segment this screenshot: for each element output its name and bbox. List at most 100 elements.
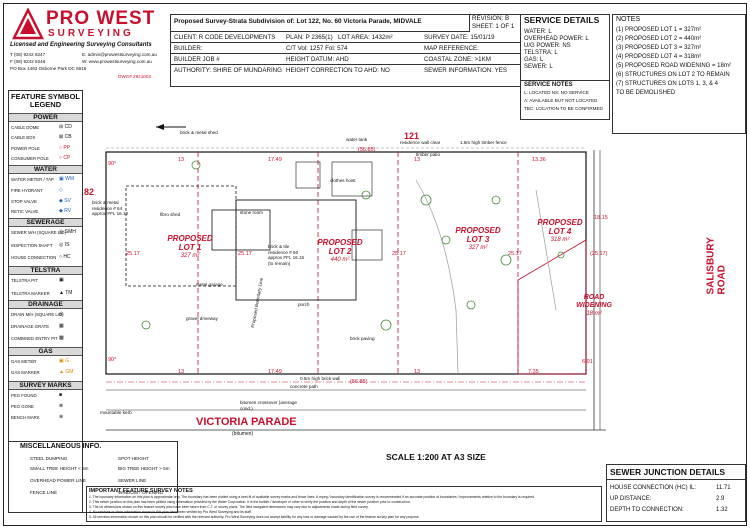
- legend-section-drainage: DRAINAGE: [9, 300, 82, 309]
- legend-item: TELSTRA MARKER: [11, 291, 50, 296]
- road-widening-area: 18 m²: [586, 311, 602, 317]
- note-item: (6) STRUCTURES ON LOT 2 TO REMAIN: [616, 72, 730, 78]
- height-datum: HEIGHT DATUM: AHD: [286, 56, 349, 63]
- site-plan-drawing: [105, 124, 606, 431]
- dimension-label: 7.35: [528, 369, 539, 375]
- height-correction: HEIGHT CORRECTION TO AHD: NO: [286, 67, 390, 74]
- drawing-frame: [3, 3, 747, 526]
- lot-3-area: 327 m²: [468, 245, 488, 251]
- service-sewer: SEWER: L: [524, 64, 553, 70]
- survey-note: 2. This sewer junction on this plan has …: [89, 500, 411, 504]
- fire-hydrant-icon: ◇: [59, 187, 63, 193]
- service-notes-panel: [520, 80, 610, 120]
- sewer-row-label: HOUSE CONNECTION (HC) IL:: [610, 485, 697, 491]
- dimension-label: 13: [178, 157, 185, 163]
- plan-label: brick & metal residence # 64 approx FFL …: [92, 200, 129, 216]
- cable-dome-icon: ⊞ CD: [59, 124, 72, 130]
- entry-pit-icon: ▩: [59, 335, 64, 341]
- sewer-junction-title: SEWER JUNCTION DETAILS: [607, 465, 745, 480]
- contact-address: PO Box 1463 Osborne Park DC 6916: [10, 66, 87, 71]
- note-item: (3) PROPOSED LOT 3 = 327m²: [616, 45, 702, 51]
- residence-60-outline: [235, 199, 357, 301]
- survey-notes-title: IMPORTANT FEATURE SURVEY NOTES: [89, 488, 193, 494]
- legend-item: COMBINED ENTRY PIT: [11, 336, 58, 341]
- logo-triangle-icon: [12, 8, 44, 40]
- service-details-title: SERVICE DETAILS: [524, 15, 600, 25]
- lot-area: LOT AREA: 1432m²: [338, 34, 393, 41]
- legend-section-sewerage: SEWERAGE: [9, 218, 82, 227]
- dimension-label: 18.15: [594, 215, 608, 221]
- legend-item: DRAINAGE GRATE: [11, 324, 50, 329]
- notes-title: NOTES: [616, 16, 641, 23]
- inspection-shaft-icon: ◎ IS: [59, 242, 70, 248]
- note-item: (4) PROPOSED LOT 4 = 318m²: [616, 54, 702, 60]
- plan-label: 1.8m high timber fence: [460, 140, 507, 145]
- road-widening-label: ROAD WIDENING: [576, 294, 612, 309]
- service-ug-power: U/G POWER: NS: [524, 43, 571, 49]
- map-reference: MAP REFERENCE:: [424, 45, 479, 52]
- company-tagline: Licensed and Engineering Surveying Consu…: [10, 42, 152, 48]
- company-subtitle: SURVEYING: [48, 28, 134, 39]
- misc-item: BIG TREE HEIGHT > 5m: [118, 466, 170, 471]
- plan-label: 0.5m high brick wall: [300, 376, 341, 381]
- sheet-number: SHEET: 1 OF 1: [472, 23, 515, 30]
- consumer-pole-icon: ○ CP: [59, 155, 71, 161]
- service-telstra: TELSTRA: L: [524, 50, 558, 56]
- telstra-marker-icon: ▲ TM: [59, 290, 73, 296]
- legend-item: DRAIN M/H (SQUARE LID): [11, 312, 64, 317]
- plan-label: brick & metal shed: [180, 130, 218, 135]
- notes-panel: [612, 14, 746, 134]
- plan-label: bitumen crossover (average cond.): [240, 400, 297, 411]
- dimension-label: 6.01: [582, 359, 593, 365]
- lot-1-area: 327 m²: [180, 253, 200, 259]
- plan-label: brick & tile residence # 60 approx FFL 1…: [268, 244, 305, 266]
- stop-valve-icon: ◆ SV: [59, 198, 71, 204]
- misc-item: STEEL DUMPING: [30, 456, 68, 461]
- plan-label: mountable kerb: [100, 410, 132, 415]
- plan-number: PLAN: P 2365(1): [286, 34, 333, 41]
- service-water: WATER: L: [524, 29, 552, 35]
- salisbury-road-label: SALISBURY ROAD: [705, 237, 728, 295]
- dimension-label: 17.49: [268, 369, 282, 375]
- victoria-parade-label: VICTORIA PARADE: [196, 416, 297, 428]
- misc-item: SMALL TREE HEIGHT < 5m: [30, 466, 89, 471]
- legend-section-gas: GAS: [9, 347, 82, 356]
- note-item: TO BE DEMOLISHED: [616, 90, 676, 96]
- plan-label: stone room: [240, 210, 263, 215]
- dimension-label: 13: [178, 369, 185, 375]
- contact-fax: F (08) 9242 8246: [10, 59, 46, 64]
- dimension-label: 17.49: [268, 157, 282, 163]
- peg-found-icon: ■: [59, 392, 63, 398]
- legend-section-telstra: TELSTRA: [9, 266, 82, 275]
- peg-gone-icon: ⊗: [59, 403, 64, 409]
- sewer-row-value: 2.9: [716, 496, 725, 502]
- misc-info-panel: [8, 441, 178, 513]
- misc-item: SPOT HEIGHT: [118, 456, 150, 461]
- legend-item: GAS METER: [11, 359, 37, 364]
- lot-82-label: 82: [84, 188, 95, 196]
- legend-item: CABLE DOME: [11, 125, 40, 130]
- power-pole-icon: ○ PP: [59, 145, 71, 151]
- proposed-lot-3: PROPOSED LOT 3: [455, 226, 501, 244]
- service-notes-title: SERVICE NOTES: [524, 82, 573, 88]
- gas-marker-icon: ▲ GM: [59, 369, 74, 375]
- dimension-label: 25.17: [238, 251, 252, 257]
- plan-label: clothes hoist: [330, 178, 356, 183]
- legend-item: BENCH MARK: [11, 415, 40, 420]
- legend-item: FIRE HYDRANT: [11, 188, 43, 193]
- water-meter-icon: ▣ WM: [59, 176, 74, 182]
- service-overhead-power: OVERHEAD POWER: L: [524, 36, 589, 42]
- company-name: PRO WEST: [46, 8, 156, 29]
- dimension-label: (56.85): [358, 147, 376, 153]
- dimension-label: 13: [414, 369, 421, 375]
- legend-item: POWER POLE: [11, 146, 40, 151]
- dimension-label: 25.17: [126, 251, 140, 257]
- proposed-lot-4: PROPOSED LOT 4: [537, 218, 583, 236]
- certificate-of-title: C/T Vol: 1257 Fol: 574: [286, 45, 348, 52]
- authority: AUTHORITY: SHIRE OF MUNDARING: [174, 67, 282, 74]
- legend-item: TELSTRA PIT: [11, 278, 38, 283]
- legend-item: PEG FOUND: [11, 393, 37, 398]
- legend-item: GAS MARKER: [11, 370, 40, 375]
- service-note: L: LOCATED NS: NO SERVICE: [524, 90, 589, 95]
- survey-note: 1. The boundary information on this plan…: [89, 495, 535, 499]
